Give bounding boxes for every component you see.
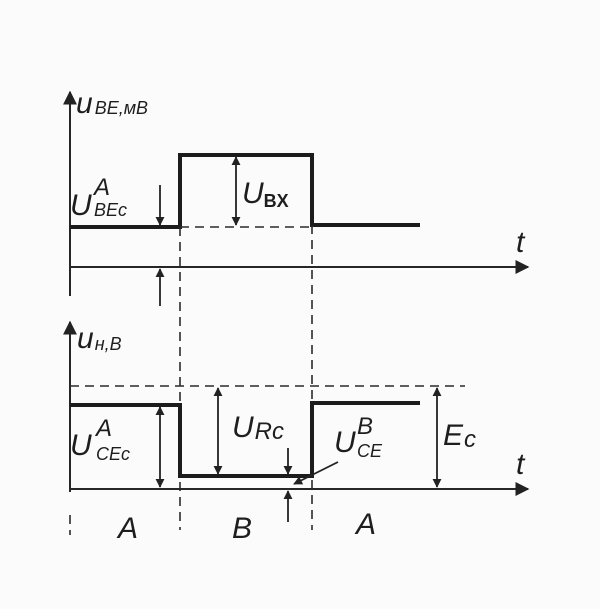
u-bec-label-main: U xyxy=(70,189,92,222)
u-bec-label-sup: A xyxy=(92,174,110,201)
u-cec-label-sub: CEc xyxy=(96,444,130,464)
u-ceb-label-main: U xyxy=(334,426,356,459)
region-label-a-right: A xyxy=(354,508,376,541)
u-cec-label-sup: A xyxy=(94,415,112,442)
u-rc-label: URc xyxy=(232,411,284,445)
u-ceb-label-sub: CE xyxy=(357,441,383,461)
region-label-a-left: A xyxy=(116,512,138,545)
bottom-time-label: t xyxy=(516,448,526,481)
u-cec-label-main: U xyxy=(70,429,92,462)
region-label-b: B xyxy=(232,512,252,545)
bottom-output-waveform xyxy=(70,401,420,478)
ec-label: Ec xyxy=(443,419,476,453)
bottom-axis-label: uн,В xyxy=(77,322,122,355)
u-bec-label-sub: BEc xyxy=(94,200,127,220)
top-time-label: t xyxy=(516,226,526,259)
u-ceb-leader xyxy=(293,461,339,485)
top-pulse-waveform xyxy=(70,153,420,229)
u-bx-label: UBX xyxy=(242,177,289,211)
u-ceb-label-sup: B xyxy=(357,413,373,440)
